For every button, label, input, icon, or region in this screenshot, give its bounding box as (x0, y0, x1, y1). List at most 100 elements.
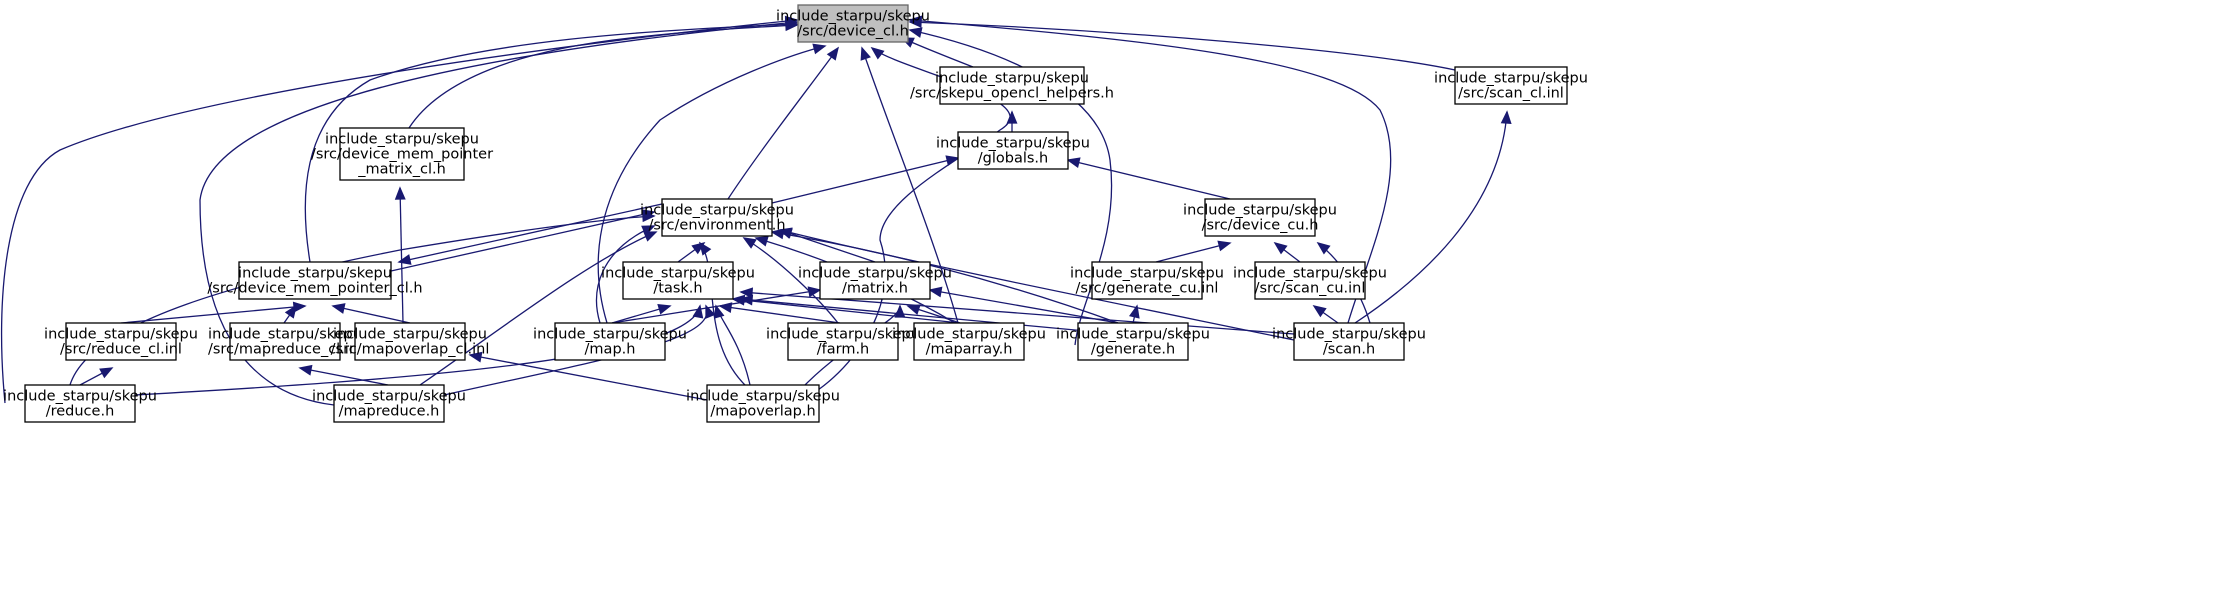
node-label-line: /mapoverlap.h (710, 404, 815, 420)
edge-mapoverlap-to-mapoverlap_cl (468, 351, 708, 401)
node-opencl-helpers[interactable]: include_starpu/skepu/src/skepu_opencl_he… (910, 66, 1114, 105)
node-box (1204, 198, 1316, 237)
node-label-line: include_starpu/skepu (1233, 266, 1387, 282)
node-label-line: include_starpu/skepu (533, 327, 687, 343)
node-label-line: /maparray.h (926, 342, 1013, 358)
node-scan[interactable]: include_starpu/skepu/scan.h (1272, 322, 1426, 361)
edge-line (611, 289, 821, 324)
node-label-line: include_starpu/skepu (1070, 266, 1224, 282)
node-dmp-matrix-cl[interactable]: include_starpu/skepu/src/device_mem_poin… (311, 127, 493, 181)
arrowhead-icon (770, 228, 785, 240)
edge-opencl_helpers-to-device_cl (900, 37, 974, 68)
arrowhead-icon (928, 286, 943, 298)
node-device-cl: include_starpu/skepu/src/device_cl.h (776, 4, 930, 43)
arrowhead-icon (807, 286, 822, 298)
node-label-line: include_starpu/skepu (333, 327, 487, 343)
node-mapoverlap-cl[interactable]: include_starpu/skepu/src/mapoverlap_cl.i… (331, 322, 490, 361)
arrowhead-icon (698, 241, 712, 256)
edge-scan-to-scan_cl (1354, 110, 1512, 324)
edge-line (419, 231, 657, 386)
edge-farm-to-environment (742, 237, 839, 324)
edge-map-to-matrix (611, 286, 822, 324)
edge-line (299, 367, 389, 386)
node-label-line: include_starpu/skepu (1183, 203, 1337, 219)
node-reduce-cl[interactable]: include_starpu/skepu/src/reduce_cl.inl (44, 322, 198, 361)
node-label-line: include_starpu/skepu (238, 266, 392, 282)
node-box (939, 66, 1085, 105)
node-box (797, 4, 909, 43)
node-label-line: /src/generate_cu.inl (1076, 281, 1219, 297)
arrowhead-icon (1217, 240, 1232, 252)
node-label-line: include_starpu/skepu (686, 389, 840, 405)
node-label-line: /src/mapoverlap_cl.inl (331, 342, 490, 358)
arrowhead-icon (1500, 110, 1512, 125)
arrowhead-icon (468, 351, 483, 363)
node-dmp-cl[interactable]: include_starpu/skepu/src/device_mem_poin… (207, 261, 423, 300)
edge-environment-to-device_cl (727, 46, 840, 200)
arrowhead-icon (99, 367, 114, 379)
edge-line (597, 45, 826, 324)
arrowhead-icon (870, 46, 885, 60)
arrowhead-icon (826, 46, 840, 61)
node-box (1254, 261, 1366, 300)
edge-line (727, 47, 839, 200)
edge-line (469, 354, 708, 401)
node-environment[interactable]: include_starpu/skepu/src/environment.h (640, 198, 794, 237)
edge-maparray-to-device_cl (860, 46, 959, 324)
edge-mapreduce-to-environment (419, 231, 658, 386)
arrowhead-icon (1312, 305, 1327, 318)
node-maparray[interactable]: include_starpu/skepu/maparray.h (892, 322, 1046, 361)
node-label-line: /globals.h (978, 151, 1048, 167)
node-generate-cu[interactable]: include_starpu/skepu/src/generate_cu.inl (1070, 261, 1224, 300)
node-mapreduce-cl[interactable]: include_starpu/skepu/src/mapreduce_cl.in… (208, 322, 362, 361)
node-mapoverlap[interactable]: include_starpu/skepu/mapoverlap.h (686, 384, 840, 423)
node-label-line: /src/environment.h (648, 218, 785, 234)
node-map[interactable]: include_starpu/skepu/map.h (533, 322, 687, 361)
node-globals[interactable]: include_starpu/skepu/globals.h (936, 131, 1090, 170)
node-device-cu[interactable]: include_starpu/skepu/src/device_cu.h (1183, 198, 1337, 237)
edge-line (398, 203, 663, 263)
node-mapreduce[interactable]: include_starpu/skepu/mapreduce.h (312, 384, 466, 423)
node-box (1077, 322, 1189, 361)
node-scan-cu[interactable]: include_starpu/skepu/src/scan_cu.inl (1233, 261, 1387, 300)
arrowhead-icon (331, 303, 346, 314)
edge-mapreduce-to-device_cl (199, 17, 799, 406)
edge-scan_cl-to-device_cl (908, 16, 1456, 71)
node-box (238, 261, 392, 300)
edge-mapoverlap-to-task (713, 304, 751, 386)
edge-line (929, 289, 1119, 324)
node-box (661, 198, 773, 237)
edge-line (332, 305, 411, 324)
node-label-line: /src/device_mem_pointer (311, 147, 493, 163)
node-box (1091, 261, 1203, 300)
node-label-line: /src/scan_cu.inl (1255, 281, 1366, 297)
node-label-line: /matrix.h (842, 281, 908, 297)
node-label-line: /src/mapreduce_cl.inl (208, 342, 362, 358)
edge-line (719, 305, 841, 324)
node-label-line: include_starpu/skepu (208, 327, 362, 343)
node-box (354, 322, 466, 361)
arrowhead-icon (692, 304, 704, 319)
node-label-line: /scan.h (1323, 342, 1375, 358)
arrowhead-icon (1316, 241, 1331, 255)
node-farm[interactable]: include_starpu/skepu/farm.h (766, 322, 920, 361)
edge-generate-to-device_cl (908, 27, 1113, 346)
node-generate[interactable]: include_starpu/skepu/generate.h (1056, 322, 1210, 361)
edge-generate-to-matrix (928, 286, 1119, 324)
node-box (622, 261, 734, 300)
edge-maparray-to-matrix (906, 304, 961, 324)
edge-generate-to-generate_cu (1129, 304, 1140, 324)
node-task[interactable]: include_starpu/skepu/task.h (601, 261, 755, 300)
node-reduce[interactable]: include_starpu/skepu/reduce.h (3, 384, 157, 423)
arrowhead-icon (643, 231, 658, 242)
node-matrix[interactable]: include_starpu/skepu/matrix.h (798, 261, 952, 300)
arrowhead-icon (1129, 304, 1140, 319)
node-scan-cl[interactable]: include_starpu/skepu/src/scan_cl.inl (1434, 66, 1588, 105)
arrowhead-icon (784, 17, 799, 29)
node-label-line: include_starpu/skepu (601, 266, 755, 282)
arrowhead-icon (778, 227, 793, 239)
arrowhead-icon (284, 304, 297, 319)
edge-line (120, 305, 306, 324)
node-box (24, 384, 136, 423)
edge-line (199, 21, 798, 406)
